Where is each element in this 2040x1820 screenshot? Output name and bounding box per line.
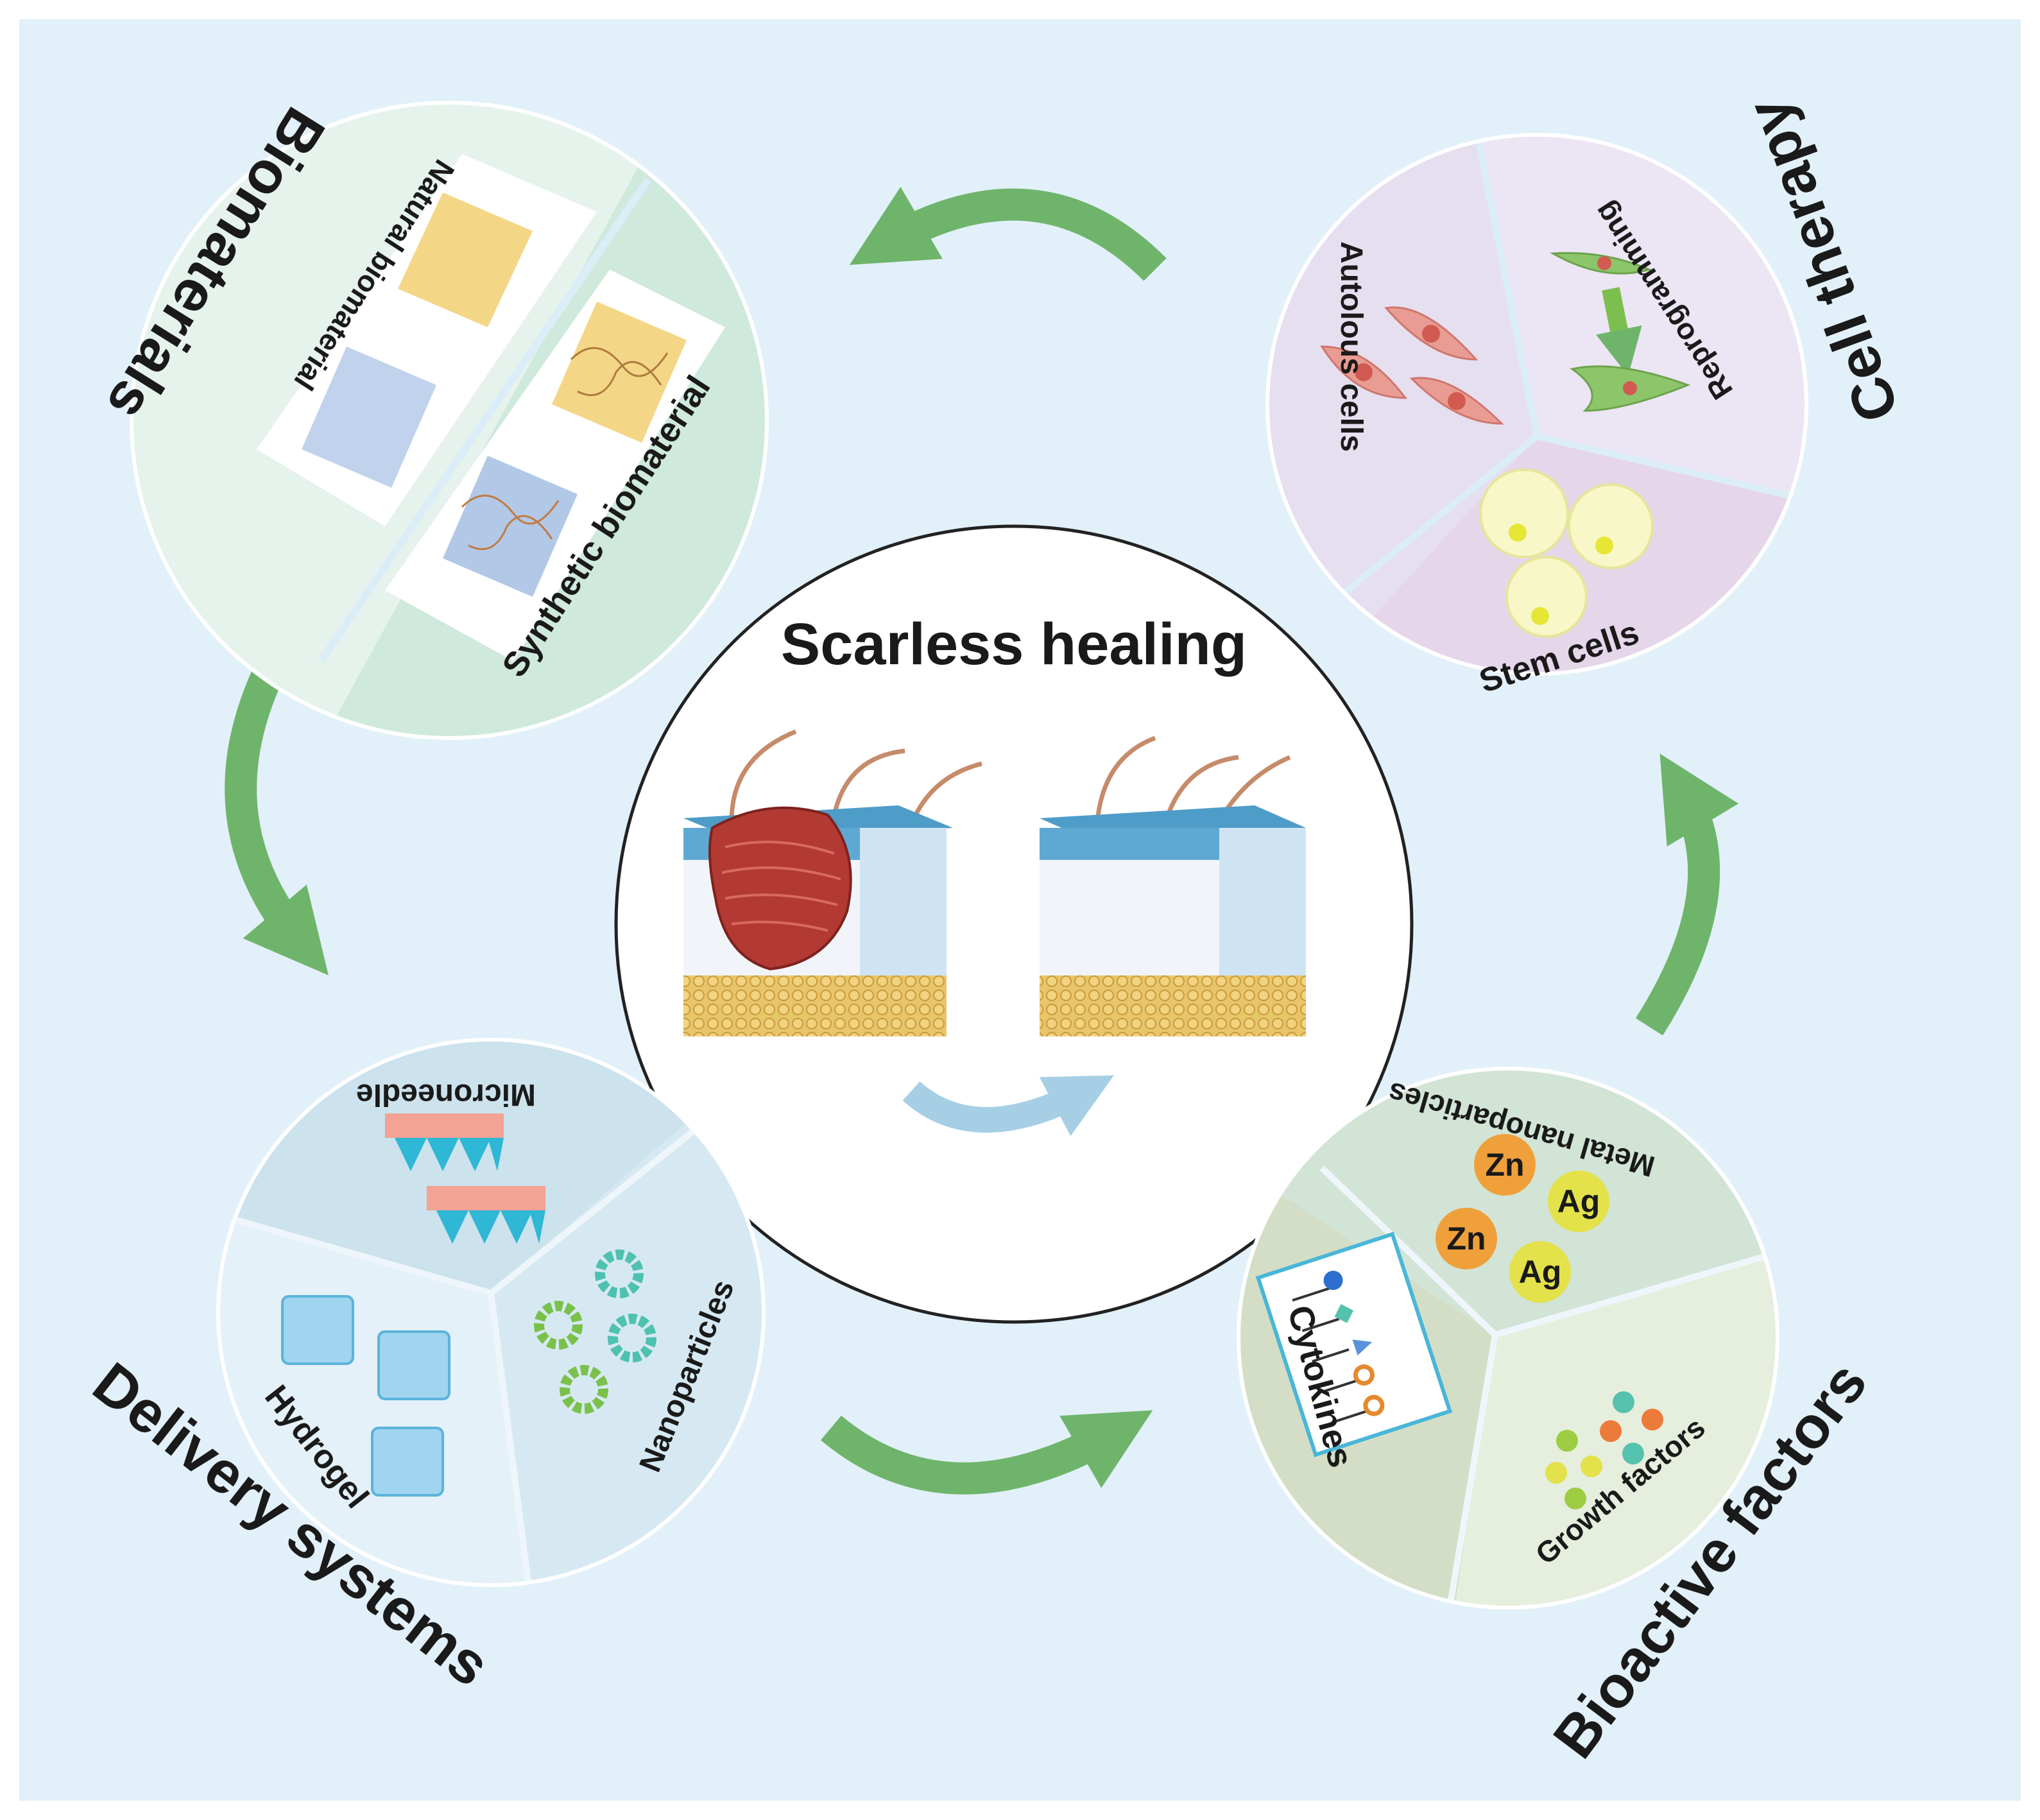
ag-particle [1509, 1241, 1571, 1303]
segment-divider [488, 1124, 702, 1296]
hair [832, 748, 905, 816]
arrow-biomaterials-to-delivery [225, 664, 329, 975]
cytokine-stem [1292, 1287, 1330, 1302]
stem-nucleus [1595, 537, 1613, 554]
zn-particle [1474, 1134, 1536, 1196]
fiber-network [570, 347, 669, 397]
yellow-cube-synthetic [552, 302, 687, 443]
nanoparticle-ring [534, 1301, 583, 1350]
cytokine-blue [1323, 1271, 1343, 1291]
growth-factor [1581, 1455, 1602, 1477]
cytokine-stem [1321, 1378, 1360, 1393]
center-title: Scarless healing [781, 612, 1247, 677]
dermis-side [1219, 828, 1306, 982]
fiber-network [461, 494, 560, 551]
arrow-bioactive-to-cell [1635, 753, 1739, 1036]
zn-particle [1436, 1208, 1497, 1269]
microneedle-tips [395, 1138, 504, 1171]
segment-divider [318, 177, 651, 664]
microneedle-tips [436, 1210, 545, 1244]
hair [1165, 755, 1239, 816]
stem-nucleus [1509, 524, 1527, 542]
growth-factor [1600, 1420, 1622, 1442]
growth-factor [1641, 1409, 1663, 1430]
cycle-arrows [225, 187, 1739, 1495]
ag-particle [1548, 1171, 1609, 1232]
microneedle-patch [427, 1186, 545, 1210]
growth-factor [1613, 1391, 1634, 1413]
autologous-label: Autolous cells [1334, 241, 1368, 452]
cytokine-stem [1312, 1348, 1350, 1363]
hydrogel-cube [377, 1330, 450, 1400]
cytokine-teal [1334, 1304, 1354, 1323]
ag-label: Ag [1519, 1254, 1562, 1290]
cell-nucleus [1355, 363, 1373, 381]
dermis-side [860, 828, 947, 982]
nanoparticle-ring [560, 1365, 608, 1414]
zn-label: Zn [1446, 1221, 1486, 1257]
bioactive-factors-circle-outline [1237, 1067, 1779, 1610]
stem-cell [1568, 483, 1654, 569]
healed-skin-block [1040, 735, 1306, 1036]
reprogramming-segment [1476, 135, 1806, 501]
center-circle: Scarless healing [614, 524, 1414, 1324]
cytokine-orange [1353, 1364, 1375, 1386]
yellow-cube-natural [398, 193, 533, 327]
microneedle-patch [385, 1113, 504, 1138]
cytokine-stem [1301, 1318, 1340, 1332]
segment-divider [218, 1210, 492, 1296]
microneedle-label: Microneedle [356, 1077, 536, 1112]
blue-cube-synthetic [443, 456, 578, 597]
dermis-front [1040, 860, 1219, 975]
stem-nucleus [1531, 607, 1549, 625]
hair [729, 729, 797, 822]
blue-cube-natural [302, 347, 436, 488]
cell-nucleus [1623, 381, 1637, 395]
cell-nucleus [1448, 392, 1466, 410]
zn-label: Zn [1485, 1147, 1524, 1183]
nanoparticle-ring [608, 1314, 656, 1362]
scarred-skin-block [683, 729, 982, 1036]
cytokine-orange [1363, 1395, 1385, 1416]
cell-therapy-circle: Autolous cells Reprogramming Stem cells … [1265, 90, 1912, 700]
segment-divider [1447, 1334, 1498, 1605]
cell-nucleus [1422, 325, 1440, 343]
segment-divider [1313, 434, 1539, 619]
segment-divider [1494, 1251, 1772, 1338]
biomaterials-circle: Natural biomaterial Synthetic biomateria… [94, 96, 769, 740]
stem-cell [1505, 556, 1588, 638]
bioactive-factors-circle: Zn Ag Zn Ag [1237, 1067, 1880, 1770]
hydrogel-cube [281, 1295, 354, 1365]
cytokine-triangle [1352, 1339, 1373, 1356]
segment-divider [1536, 433, 1806, 504]
segment-divider [1319, 1165, 1498, 1337]
growth-factor [1622, 1443, 1644, 1464]
cytokine-stem [1332, 1409, 1369, 1424]
healing-arrow [902, 1075, 1114, 1137]
growth-factor [1545, 1462, 1567, 1484]
delivery-systems-circle-outline [216, 1038, 766, 1587]
fat-layer [683, 975, 947, 1036]
ag-label: Ag [1557, 1183, 1600, 1219]
stem-cell [1479, 468, 1569, 558]
growth-factor [1564, 1488, 1586, 1509]
hydrogel-cube [371, 1427, 444, 1497]
cell-therapy-circle-outline [1265, 133, 1808, 676]
nanoparticle-ring [595, 1249, 644, 1298]
arrow-delivery-to-bioactive [820, 1410, 1153, 1495]
segment-divider [1473, 135, 1540, 437]
fat-layer [1040, 975, 1306, 1036]
cell-nucleus [1597, 256, 1611, 270]
segment-divider [488, 1292, 533, 1585]
hair [1095, 735, 1156, 822]
growth-factor [1556, 1430, 1578, 1452]
stem-segment [1316, 436, 1806, 674]
biomaterials-circle-outline [130, 101, 769, 740]
center-circle-outline [614, 524, 1414, 1324]
scar-texture [721, 841, 841, 932]
arrow-cell-to-biomaterials [849, 187, 1167, 281]
reprogramming-arrow [1596, 287, 1642, 376]
epidermis [1040, 828, 1255, 860]
